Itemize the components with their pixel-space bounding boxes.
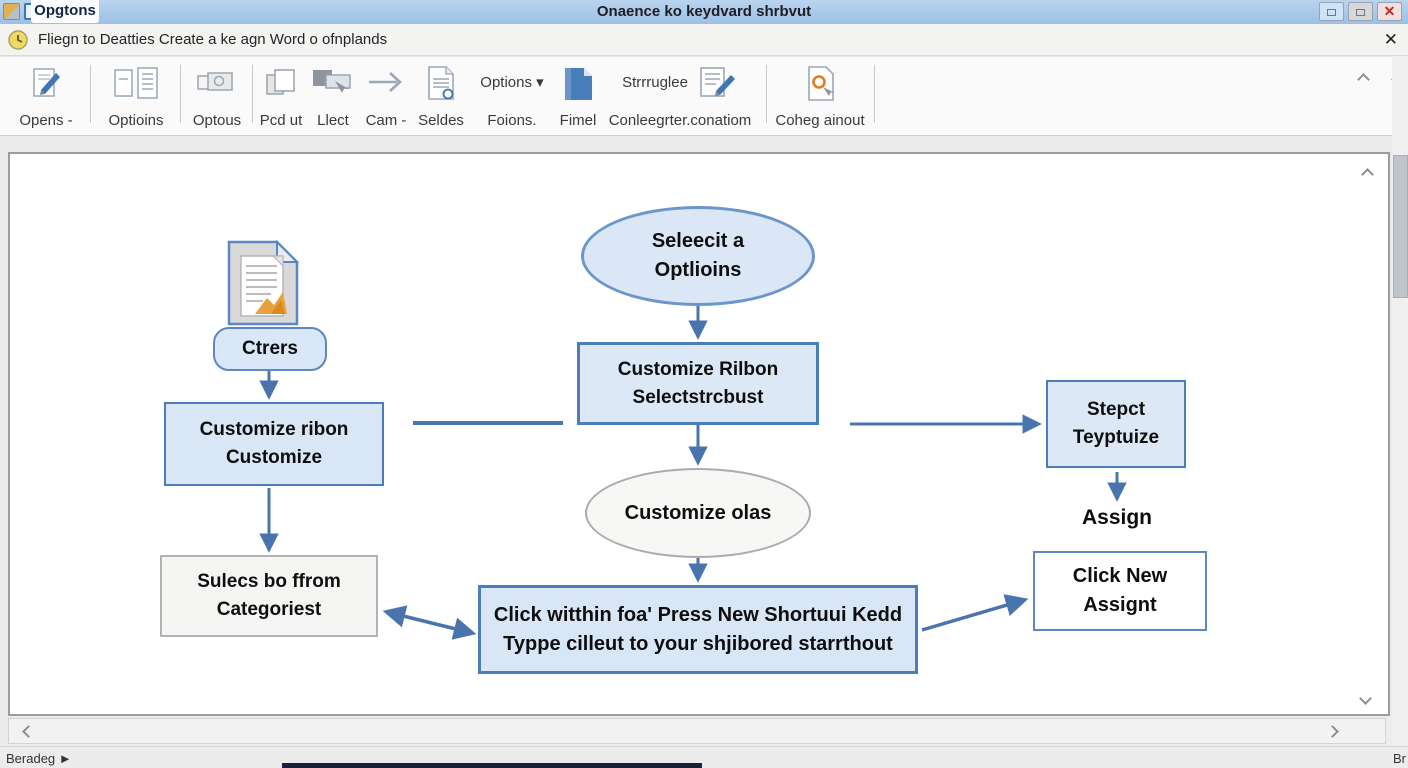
toolbar-item-label: Foions. (487, 112, 537, 129)
minimize-button[interactable] (1319, 2, 1344, 21)
app-tab[interactable]: Opgtons (31, 0, 99, 23)
toolbar-item-label: Conleegrter.conatiom (608, 112, 752, 129)
info-bar-close-icon[interactable]: ✕ (1383, 30, 1398, 49)
status-right-text: Br (1393, 751, 1406, 766)
toolbar-item-cam[interactable]: Cam - (360, 65, 412, 129)
toolbar-item-label: Llect (317, 112, 349, 129)
toolbar-item-label: Cam - (365, 112, 407, 129)
flow-node-ctrers[interactable]: Ctrers (213, 327, 327, 371)
minimize-icon (1327, 9, 1336, 16)
status-bar: Beradeg ► Br (0, 746, 1408, 768)
toolbar: Opens - Optioins Optous Pcd ut (0, 56, 1408, 136)
maximize-button[interactable] (1348, 2, 1373, 21)
frames-icon (197, 72, 233, 91)
info-bar: Fliegn to Deatties Create a ke agn Word … (0, 24, 1408, 56)
scroll-left-button[interactable] (15, 719, 41, 743)
edit-document-icon (33, 68, 60, 97)
toolbar-separator (252, 65, 253, 123)
toolbar-item-opens[interactable]: Opens - (8, 65, 84, 129)
toolbar-item-optous[interactable]: Optous (186, 65, 248, 129)
chevron-left-icon (21, 724, 35, 738)
title-bar: Opgtons Onaence ko keydvard shrbvut ✕ (0, 0, 1408, 24)
info-bar-message: Fliegn to Deatties Create a ke agn Word … (38, 31, 388, 48)
toolbar-item-options-dropdown[interactable]: Options ▾ Foions. (468, 65, 556, 129)
flow-node-customize-rilbon[interactable]: Customize Rilbon Selectstrcbust (577, 342, 819, 425)
clock-icon (8, 30, 28, 50)
toolbar-separator (180, 65, 181, 123)
toolbar-separator (90, 65, 91, 123)
scroll-right-button[interactable] (1319, 719, 1345, 743)
toolbar-item-llect[interactable]: Llect (308, 65, 358, 129)
vertical-scrollbar-thumb[interactable] (1393, 155, 1408, 298)
blue-folder-icon (565, 68, 592, 100)
toolbar-separator (874, 65, 875, 123)
edit-pencil-icon (700, 67, 735, 97)
toolbar-item-cohegainout[interactable]: Coheg ainout (772, 65, 868, 129)
close-button[interactable]: ✕ (1377, 2, 1402, 21)
toolbar-item-optioins[interactable]: Optioins (96, 65, 176, 129)
flow-node-customize-olas[interactable]: Customize olas (585, 468, 811, 558)
toolbar-item-label: Optioins (108, 112, 164, 129)
documents-icon (114, 67, 158, 99)
toolbar-item-seldes[interactable]: Seldes (414, 65, 468, 129)
toolbar-item-label: Seldes (418, 112, 464, 129)
flow-node-click-new[interactable]: Click New Assignt (1033, 551, 1207, 631)
toolbar-item-label: Optous (192, 112, 242, 129)
toolbar-separator (766, 65, 767, 123)
toolbar-item-label: Pcd ut (259, 112, 303, 129)
document-lines-icon (428, 66, 454, 100)
flow-node-sulecs[interactable]: Sulecs bo ffrom Categoriest (160, 555, 378, 637)
document-canvas[interactable]: Ctrers Customize ribon Customize Sulecs … (8, 152, 1390, 716)
maximize-icon (1356, 9, 1365, 16)
flow-node-customize-ribon[interactable]: Customize ribon Customize (164, 402, 384, 486)
window-title: Onaence ko keydvard shrbvut (596, 3, 812, 20)
paste-icon (313, 70, 351, 93)
toolbar-item-fimel[interactable]: Fimel (556, 65, 600, 129)
status-left-text: Beradeg ► (6, 751, 72, 766)
scroll-up-button[interactable] (1354, 162, 1380, 186)
chevron-right-icon (1325, 724, 1339, 738)
flow-node-click-within[interactable]: Click witthin foa' Press New Shortuui Ke… (478, 585, 918, 674)
flow-node-seleecit[interactable]: Seleecit a Optlioins (581, 206, 815, 306)
toolbar-item-label: Opens - (19, 112, 73, 129)
toolbar-item-conleegrter[interactable]: Strrruglee Conleegrter.conatiom (600, 65, 760, 129)
arrow-right-icon (369, 72, 402, 92)
chevron-up-icon (1360, 167, 1374, 181)
chevron-up-icon (1356, 72, 1370, 86)
ribbon-collapse-button[interactable] (1350, 67, 1376, 91)
toolbar-item-label: Coheg ainout (775, 112, 865, 129)
copy-folder-icon (266, 69, 295, 95)
taskbar-fragment (282, 763, 702, 768)
toolbar-item-pcdut[interactable]: Pcd ut (256, 65, 306, 129)
scroll-down-button[interactable] (1352, 686, 1378, 710)
strrruglee-label: Strrruglee (622, 74, 688, 91)
document-chart-icon[interactable] (213, 234, 311, 332)
search-document-icon (808, 66, 835, 101)
chevron-down-icon (1358, 691, 1372, 705)
options-dropdown-label[interactable]: Options ▾ (480, 74, 544, 91)
app-icon (3, 3, 20, 20)
flow-label-assign: Assign (1081, 505, 1152, 529)
horizontal-scrollbar[interactable] (8, 718, 1386, 744)
toolbar-item-label: Fimel (559, 112, 597, 129)
flow-node-stepct[interactable]: Stepct Teyptuize (1046, 380, 1186, 468)
